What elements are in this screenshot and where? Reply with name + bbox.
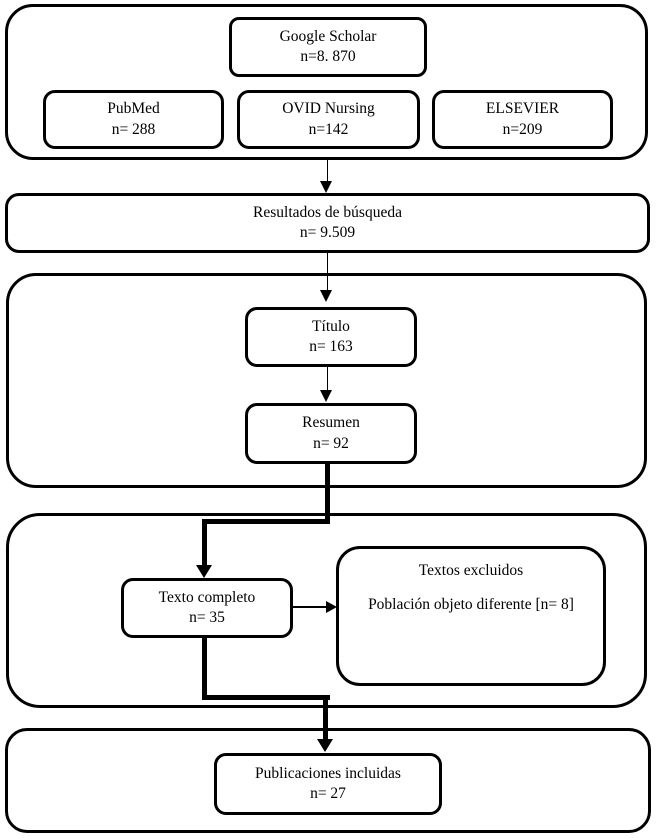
resumen-label: Resumen [302,414,360,432]
publicaciones-incluidas-label: Publicaciones incluidas [255,764,401,782]
arrow-to-texto-head-icon [196,565,212,578]
textos-excluidos-label: Textos excluidos [418,562,524,579]
elsevier-label: ELSEVIER [485,100,560,118]
elsevier-count: n=209 [502,120,543,138]
texto-completo-count: n= 35 [189,609,225,626]
publicaciones-incluidas-count: n= 27 [310,785,346,802]
connector-texto-elbow-line [202,695,330,700]
connector-to-incluidas-line [323,695,328,739]
connector-to-texto-line [202,519,207,565]
arrow-titulo-to-resumen-line [326,367,329,390]
ovid-nursing-label: OVID Nursing [282,100,375,118]
titulo-label: Título [312,317,350,335]
resultados-node: Resultados de búsqueda n= 9.509 [5,193,650,253]
google-scholar-count: n=8. 870 [300,48,356,65]
arrow-texto-to-excluidos-line [293,606,326,608]
pubmed-count: n= 288 [111,120,156,138]
publicaciones-incluidas-node: Publicaciones incluidas n= 27 [214,753,442,815]
resumen-node: Resumen n= 92 [245,403,417,464]
resumen-count: n= 92 [313,434,349,452]
sources-container [5,4,648,160]
google-scholar-node: Google Scholar n=8. 870 [229,17,427,77]
arrow-titulo-to-resumen-head-icon [320,390,332,402]
arrow-texto-to-excluidos-head-icon [326,601,337,613]
textos-excluidos-node: Textos excluidos Población objeto difere… [336,546,606,686]
arrow-sources-to-results-line [326,160,329,182]
pubmed-node: PubMed n= 288 [43,90,224,149]
titulo-count: n= 163 [309,338,353,355]
texto-completo-label: Texto completo [158,588,256,606]
arrow-results-to-titulo-line [326,253,329,290]
resultados-count: n= 9.509 [299,224,356,241]
resultados-label: Resultados de búsqueda [253,203,402,221]
google-scholar-label: Google Scholar [279,27,377,45]
arrow-sources-to-results-head-icon [320,181,332,193]
connector-resumen-down-line [325,463,330,524]
titulo-node: Título n= 163 [245,307,417,367]
connector-texto-down-line [202,638,207,700]
ovid-nursing-node: OVID Nursing n=142 [237,90,420,149]
texto-completo-node: Texto completo n= 35 [121,578,293,638]
pubmed-label: PubMed [107,100,160,118]
elsevier-node: ELSEVIER n=209 [432,90,613,149]
textos-excluidos-reason: Población objeto diferente [n= 8] [368,596,574,614]
arrow-to-incluidas-head-icon [317,739,333,752]
connector-resumen-elbow-line [202,519,330,524]
ovid-nursing-count: n=142 [308,120,349,138]
arrow-results-to-titulo-head-icon [320,290,332,302]
included-container [5,728,651,833]
